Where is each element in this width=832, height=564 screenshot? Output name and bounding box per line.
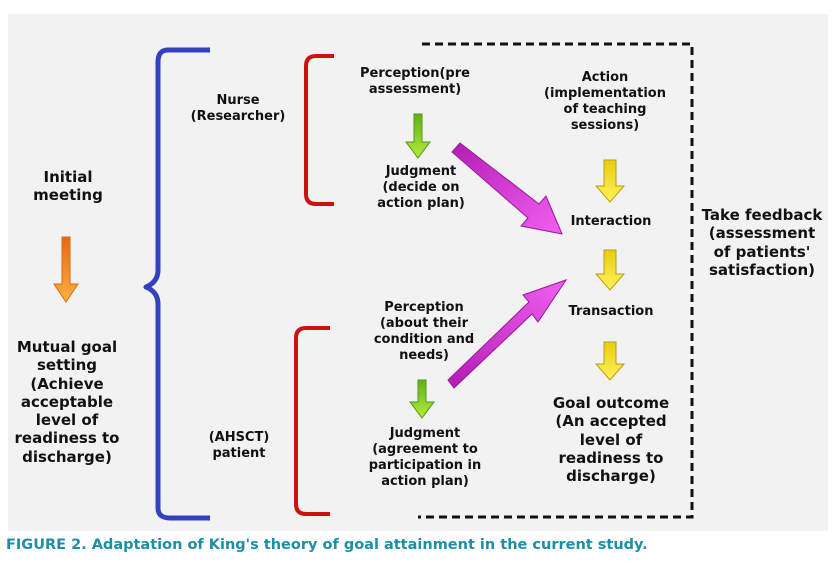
goal-outcome-label: Goal outcome (An accepted level of readi… [552,394,670,486]
transaction-label: Transaction [568,304,654,319]
nurse-perception-label: Perception(pre assessment) [360,66,470,97]
green-down-arrow-nurse [405,113,431,159]
initial-meeting-label: Initial meeting [33,168,103,205]
red-bracket-patient [294,326,330,516]
nurse-judgment-label: Judgment (decide on action plan) [377,164,465,211]
yellow-down-arrow-1 [594,159,626,203]
orange-down-arrow [53,236,79,303]
action-label: Action (implementation of teaching sessi… [544,70,666,133]
patient-role-label: (AHSCT) patient [208,430,270,461]
magenta-arrow-from-patient [447,279,568,389]
blue-curly-brace [143,47,210,521]
patient-perception-label: Perception (about their condition and ne… [373,300,475,363]
interaction-label: Interaction [570,214,652,229]
magenta-arrow-to-interaction [451,142,563,235]
yellow-down-arrow-2 [594,249,626,291]
green-down-arrow-patient [409,379,435,419]
red-bracket-nurse [304,54,334,206]
mutual-goal-setting-label: Mutual goal setting (Achieve acceptable … [14,338,120,466]
nurse-role-label: Nurse (Researcher) [190,93,286,124]
patient-judgment-label: Judgment (agreement to participation in … [368,426,482,489]
yellow-down-arrow-3 [594,341,626,381]
take-feedback-label: Take feedback (assessment of patients' s… [701,206,823,279]
feedback-dashed-frame [418,42,694,519]
figure-caption: FIGURE 2. Adaptation of King's theory of… [6,537,648,553]
